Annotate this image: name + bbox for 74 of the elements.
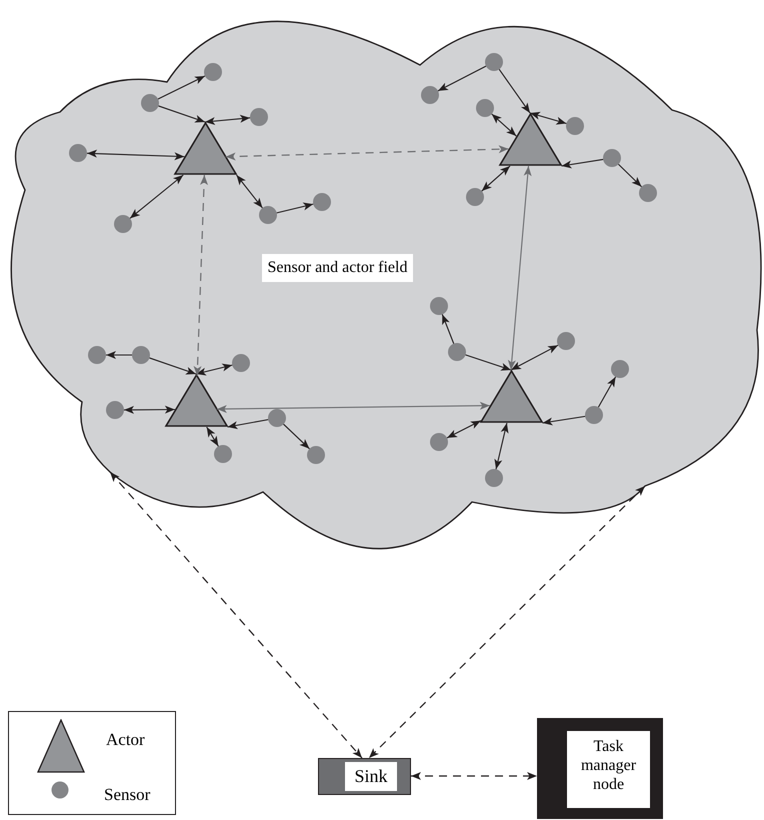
arrow <box>598 376 616 408</box>
arrow <box>508 166 532 370</box>
sensor-dot <box>448 343 466 361</box>
sensor-dot <box>214 445 232 463</box>
field-label: Sensor and actor field <box>262 254 413 282</box>
arrow <box>283 424 310 450</box>
actor-triangle <box>498 113 562 166</box>
sensor-dot <box>204 63 222 81</box>
sensor-dot <box>421 86 439 104</box>
sensor-dot <box>466 188 484 206</box>
actor-triangle <box>480 370 542 423</box>
sensor-dot <box>584 406 603 424</box>
arrow <box>106 351 132 359</box>
sensor-dot <box>114 215 132 233</box>
arrow <box>276 202 314 214</box>
sensor-dot <box>611 360 629 378</box>
sensor-dot <box>132 346 150 364</box>
arrow <box>158 105 206 123</box>
sensor-dot <box>232 354 250 372</box>
arrow <box>226 145 509 160</box>
sensor-dot <box>106 401 124 419</box>
sink-label: Sink <box>345 762 397 791</box>
arrow <box>618 164 642 188</box>
arrow <box>227 419 268 430</box>
arrow <box>206 426 219 447</box>
legend-label: Actor <box>106 730 145 750</box>
sensor-dot <box>250 108 268 126</box>
arrow <box>494 422 508 470</box>
sensor-dot <box>259 206 277 224</box>
arrow <box>438 66 486 92</box>
arrow <box>196 364 232 376</box>
actor-triangle <box>164 374 228 427</box>
arrow <box>530 112 566 125</box>
sensor-dot <box>557 332 575 350</box>
task-manager-label: Task manager node <box>567 731 650 808</box>
arrow <box>216 402 490 413</box>
arrow <box>368 486 646 758</box>
legend-label: Sensor <box>104 785 150 805</box>
arrow <box>491 114 517 136</box>
arrow <box>194 174 208 376</box>
arrow <box>465 354 512 371</box>
arrow <box>130 174 184 219</box>
sensor-dot <box>430 433 448 451</box>
sensor-dot <box>306 446 325 464</box>
arrow <box>204 114 250 126</box>
arrow <box>510 344 558 370</box>
sensor-dot <box>485 53 503 71</box>
arrow <box>86 150 184 160</box>
arrow <box>411 772 537 780</box>
arrow <box>124 406 175 414</box>
arrow <box>498 69 530 114</box>
sensor-dot <box>313 193 331 211</box>
arrow <box>561 158 604 168</box>
sensor-dot <box>476 99 494 117</box>
sensor-dot <box>639 184 657 202</box>
sensor-dot <box>430 297 448 315</box>
arrow <box>236 174 263 208</box>
task-manager-box <box>537 718 663 819</box>
arrow <box>442 314 454 344</box>
arrow <box>110 472 362 758</box>
arrow <box>542 416 586 426</box>
sensor-dot <box>566 117 584 135</box>
sensor-dot <box>603 149 621 167</box>
arrow <box>158 75 206 100</box>
sensor-dot <box>141 94 159 112</box>
arrow <box>149 357 196 375</box>
sink-box <box>318 758 411 795</box>
arrow <box>481 166 510 192</box>
sensor-dot <box>69 144 87 162</box>
actor-triangle <box>174 122 236 175</box>
sensor-dot <box>268 409 286 427</box>
sensor-dot <box>485 469 503 487</box>
arrow <box>446 420 482 438</box>
sensor-dot <box>88 346 106 364</box>
